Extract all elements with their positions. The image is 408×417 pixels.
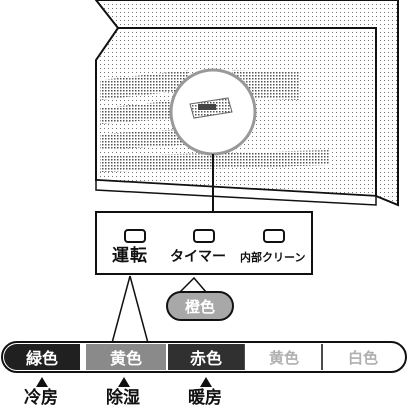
mode-label-cool: 冷房 <box>24 388 58 408</box>
color-segment-label: 白色 <box>347 348 378 367</box>
internal-clean-lamp <box>263 229 285 243</box>
color-segment-4: 黄色 <box>246 344 322 370</box>
lamp-label-run: 運転 <box>112 246 148 266</box>
lamp-label-timer: タイマー <box>170 249 226 265</box>
color-segment-3: 赤色 <box>168 344 244 370</box>
mode-label-heat: 暖房 <box>188 388 222 408</box>
color-segment-label: 赤色 <box>189 349 222 368</box>
lamp-label-internal-clean: 内部クリーン <box>240 251 306 264</box>
status-badge-label: 橙色 <box>184 297 215 316</box>
mode-pointer-cool <box>36 377 48 387</box>
color-segment-2: 黄色 <box>86 344 166 370</box>
color-segment-1: 緑色 <box>4 344 80 370</box>
timer-lamp <box>193 229 215 243</box>
mode-label-dry: 除湿 <box>106 388 140 408</box>
color-segment-5: 白色 <box>324 344 402 370</box>
badge-caret <box>179 276 207 293</box>
status-badge: 橙色 <box>166 291 234 321</box>
pointer-line <box>111 275 131 344</box>
mode-pointer-dry <box>118 377 130 387</box>
indicator-panel <box>95 211 313 275</box>
color-segment-label: 黄色 <box>268 348 299 367</box>
color-segment-label: 緑色 <box>25 349 58 368</box>
run-lamp <box>124 229 146 243</box>
color-segment-label: 黄色 <box>109 349 142 368</box>
pointer-line <box>129 275 149 344</box>
indoor-unit <box>94 0 399 207</box>
mode-pointer-heat <box>200 377 212 387</box>
